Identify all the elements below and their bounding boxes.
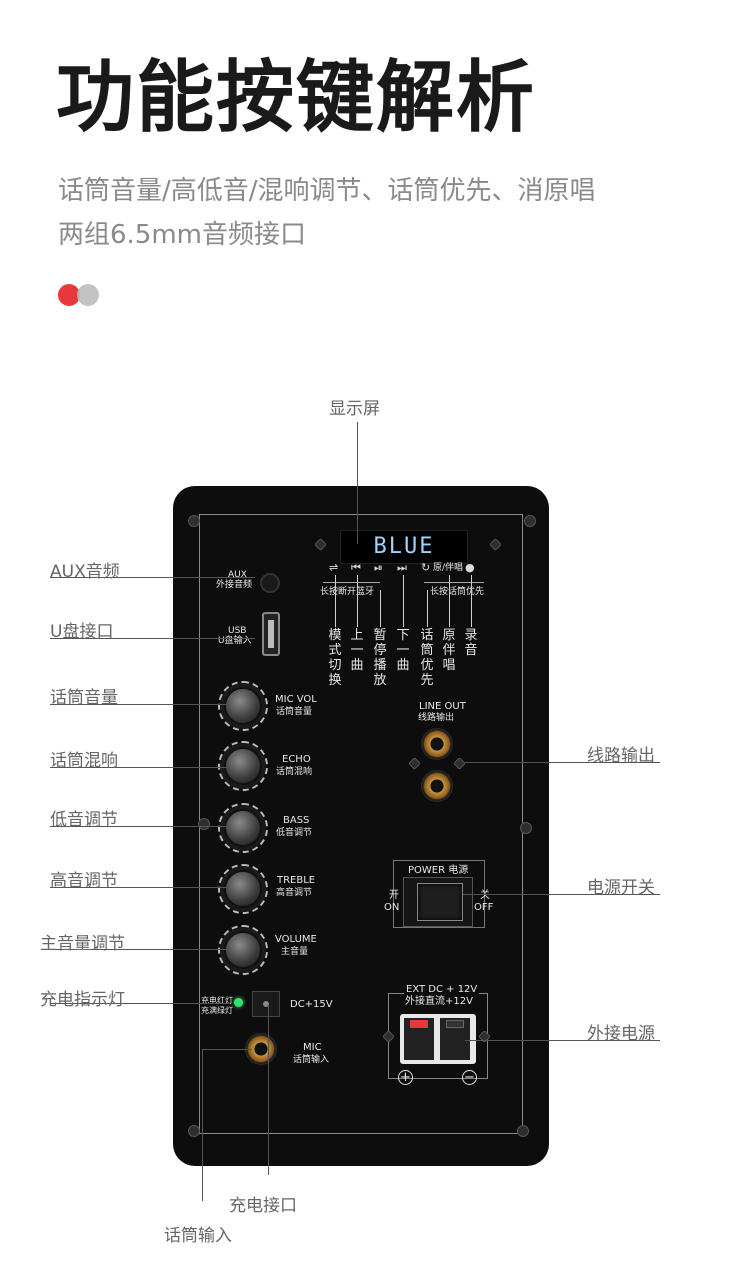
mic-vol-en-label: MIC VOL — [275, 694, 317, 705]
bass-cn-label: 低音调节 — [276, 828, 313, 838]
echo-cn-label: 话筒混响 — [276, 767, 313, 777]
treble-cn-label: 高音调节 — [276, 888, 313, 898]
mic-volume-knob[interactable] — [224, 687, 262, 725]
knob-scale — [218, 741, 268, 791]
mic-cn-label: 话筒输入 — [293, 1055, 330, 1065]
callout-treble: 高音调节 — [50, 871, 118, 891]
callout-mic-vol: 话筒音量 — [50, 688, 118, 708]
charge-led-icon — [234, 998, 243, 1007]
on-en-label: ON — [384, 902, 400, 913]
screw-icon — [520, 822, 532, 834]
callout-line-out: 线路输出 — [587, 746, 655, 766]
mode-switch-label: 模式切换 — [328, 628, 342, 688]
screw-icon — [198, 818, 210, 830]
page-title: 功能按键解析 — [56, 53, 537, 143]
treble-en-label: TREBLE — [277, 875, 316, 886]
line-out-jack[interactable] — [421, 728, 453, 760]
long-press-bt-label: 长按断开蓝牙 — [320, 587, 375, 597]
callout-power: 电源开关 — [587, 878, 655, 898]
line-out-jack[interactable] — [421, 770, 453, 802]
off-en-label: OFF — [474, 902, 494, 913]
dc-label: DC+15V — [290, 999, 333, 1010]
screw-icon — [188, 515, 200, 527]
knob-scale — [218, 864, 268, 914]
terminal-plus[interactable] — [404, 1018, 434, 1060]
usb-cn-label: U盘输入 — [218, 636, 252, 646]
previous-track-icon[interactable]: ⏮ — [351, 561, 361, 574]
minus-icon: − — [462, 1070, 477, 1085]
callout-usb: U盘接口 — [50, 622, 114, 642]
next-track-label: 下一曲 — [396, 628, 410, 673]
knob-scale — [218, 925, 268, 975]
echo-en-label: ECHO — [282, 754, 311, 765]
subtitle-line-2: 两组6.5mm音频接口 — [58, 220, 307, 250]
screw-icon — [524, 515, 536, 527]
callout-echo: 话筒混响 — [50, 751, 118, 771]
power-switch[interactable] — [417, 883, 463, 921]
record-label: 录音 — [464, 628, 478, 658]
bass-en-label: BASS — [283, 815, 310, 826]
volume-cn-label: 主音量 — [281, 947, 309, 957]
mic-priority-label: 话筒优先 — [420, 628, 434, 688]
callout-volume: 主音量调节 — [40, 934, 125, 954]
screw-icon — [517, 1125, 529, 1137]
subtitle-line-1: 话筒音量/高低音/混响调节、话筒优先、消原唱 — [58, 176, 596, 206]
red-dot — [58, 284, 80, 306]
callout-display: 显示屏 — [329, 399, 380, 419]
aux-en-label: AUX — [228, 570, 247, 580]
knob-scale — [218, 803, 268, 853]
charge-red-label: 充电红灯 — [201, 996, 233, 1005]
led-display: BLUE — [340, 530, 468, 564]
volume-en-label: VOLUME — [275, 934, 317, 945]
screw-icon — [188, 1125, 200, 1137]
usb-en-label: USB — [228, 626, 247, 636]
next-track-icon[interactable]: ⏭ — [397, 561, 407, 574]
orig-accomp-label: 原/伴唱 — [433, 563, 464, 573]
orig-accomp-vertical-label: 原伴唱 — [442, 628, 456, 673]
callout-mic-in: 话筒输入 — [164, 1226, 232, 1246]
callout-bass: 低音调节 — [50, 810, 118, 830]
gray-dot — [77, 284, 99, 306]
line-out-en-label: LINE OUT — [419, 701, 466, 712]
master-volume-knob[interactable] — [224, 931, 262, 969]
terminal-minus[interactable] — [440, 1018, 470, 1060]
callout-charge-port: 充电接口 — [229, 1196, 297, 1216]
long-press-mic-label: 长按话筒优先 — [430, 587, 485, 597]
dc-charge-port[interactable] — [252, 991, 280, 1017]
power-title: POWER 电源 — [408, 865, 469, 876]
plus-icon: + — [398, 1070, 413, 1085]
charge-green-label: 充满绿灯 — [201, 1006, 233, 1015]
on-cn-label: 开 — [389, 890, 399, 901]
usb-port[interactable] — [262, 612, 280, 656]
mic-en-label: MIC — [303, 1042, 322, 1053]
callout-charge-led: 充电指示灯 — [40, 990, 125, 1010]
treble-knob[interactable] — [224, 870, 262, 908]
aux-jack[interactable] — [260, 573, 280, 593]
off-cn-label: 关 — [480, 890, 490, 901]
bass-knob[interactable] — [224, 809, 262, 847]
loop-icon[interactable]: ↻ — [421, 561, 431, 574]
ext-dc-cn-label: 外接直流+12V — [405, 996, 473, 1007]
mode-switch-icon[interactable]: ⇌ — [329, 561, 339, 574]
previous-track-label: 上一曲 — [350, 628, 364, 673]
knob-scale — [218, 681, 268, 731]
callout-aux: AUX音频 — [50, 562, 120, 582]
play-pause-icon[interactable]: ⏯ — [374, 561, 383, 574]
ext-dc-en-label: EXT DC + 12V — [404, 984, 480, 995]
aux-cn-label: 外接音频 — [216, 580, 253, 590]
record-icon[interactable]: ● — [465, 561, 475, 574]
callout-ext-power: 外接电源 — [587, 1024, 655, 1044]
play-pause-label: 暂停播放 — [373, 628, 387, 688]
line-out-cn-label: 线路输出 — [418, 713, 455, 723]
echo-knob[interactable] — [224, 747, 262, 785]
mic-vol-cn-label: 话筒音量 — [276, 707, 313, 717]
